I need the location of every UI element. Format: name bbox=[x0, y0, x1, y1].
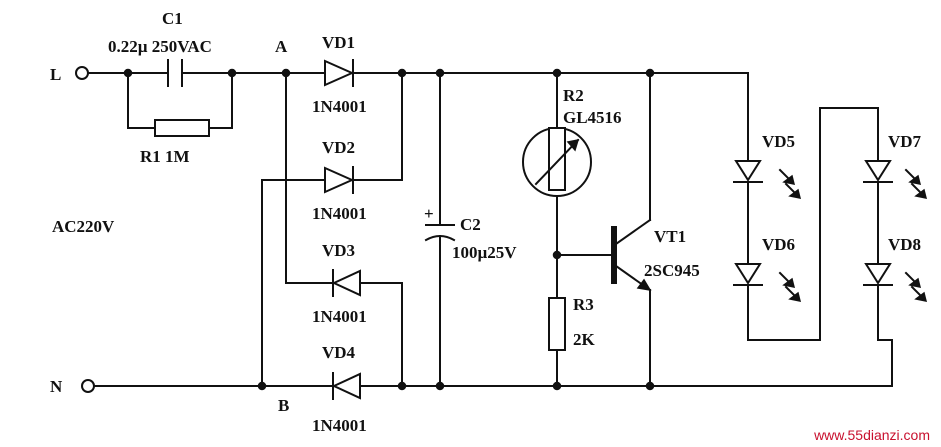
led-vd7: VD7 bbox=[863, 132, 928, 199]
node-b-label: B bbox=[278, 396, 289, 415]
vd4-part: 1N4001 bbox=[312, 416, 367, 435]
c2-polarity: + bbox=[424, 204, 434, 223]
vd3-ref: VD3 bbox=[322, 241, 355, 260]
transistor-vt1: VT1 2SC945 bbox=[611, 72, 700, 387]
r3-ref: R3 bbox=[573, 295, 594, 314]
vd6-ref: VD6 bbox=[762, 235, 795, 254]
r3-value: 2K bbox=[573, 330, 596, 349]
c2-ref: C2 bbox=[460, 215, 481, 234]
label-l: L bbox=[50, 65, 61, 84]
resistor-r1: R1 1M bbox=[140, 119, 210, 166]
wires-bridge bbox=[261, 72, 403, 387]
vd3-part: 1N4001 bbox=[312, 307, 367, 326]
watermark: www.55dianzi.com bbox=[813, 427, 930, 443]
c1-value: 0.22µ 250VAC bbox=[108, 37, 212, 56]
led-vd8: VD8 bbox=[863, 235, 928, 302]
label-n: N bbox=[50, 377, 63, 396]
vd1-ref: VD1 bbox=[322, 33, 355, 52]
vd4-ref: VD4 bbox=[322, 343, 356, 362]
vd1-part: 1N4001 bbox=[312, 97, 367, 116]
led-vd6: VD6 bbox=[733, 235, 802, 302]
wires-sensor bbox=[556, 72, 613, 387]
r1-label: R1 1M bbox=[140, 147, 190, 166]
vd7-ref: VD7 bbox=[888, 132, 922, 151]
terminal-l: L bbox=[50, 65, 89, 84]
diode-vd4: VD4 1N4001 bbox=[312, 343, 367, 435]
vt1-ref: VT1 bbox=[654, 227, 686, 246]
supply-label: AC220V bbox=[52, 217, 115, 236]
vd8-ref: VD8 bbox=[888, 235, 921, 254]
r2-ref: R2 bbox=[563, 86, 584, 105]
r2-part: GL4516 bbox=[563, 108, 622, 127]
node-a-label: A bbox=[275, 37, 288, 56]
c2-value: 100µ25V bbox=[452, 243, 517, 262]
vd2-part: 1N4001 bbox=[312, 204, 367, 223]
resistor-r3: R3 2K bbox=[548, 295, 596, 351]
vd5-ref: VD5 bbox=[762, 132, 795, 151]
capacitor-c1: C1 0.22µ 250VAC bbox=[108, 9, 212, 87]
junction-dots bbox=[123, 68, 655, 391]
capacitor-c2: + C2 100µ25V bbox=[424, 72, 517, 387]
wires-led bbox=[747, 72, 893, 387]
photoresistor-r2: R2 GL4516 bbox=[522, 86, 622, 197]
diode-vd3: VD3 1N4001 bbox=[312, 241, 367, 326]
terminal-n: N bbox=[50, 377, 95, 396]
diode-vd1: VD1 1N4001 bbox=[312, 33, 367, 116]
led-vd5: VD5 bbox=[733, 132, 802, 199]
diode-vd2: VD2 1N4001 bbox=[312, 138, 367, 223]
vd2-ref: VD2 bbox=[322, 138, 355, 157]
c1-ref: C1 bbox=[162, 9, 183, 28]
vt1-part: 2SC945 bbox=[644, 261, 700, 280]
